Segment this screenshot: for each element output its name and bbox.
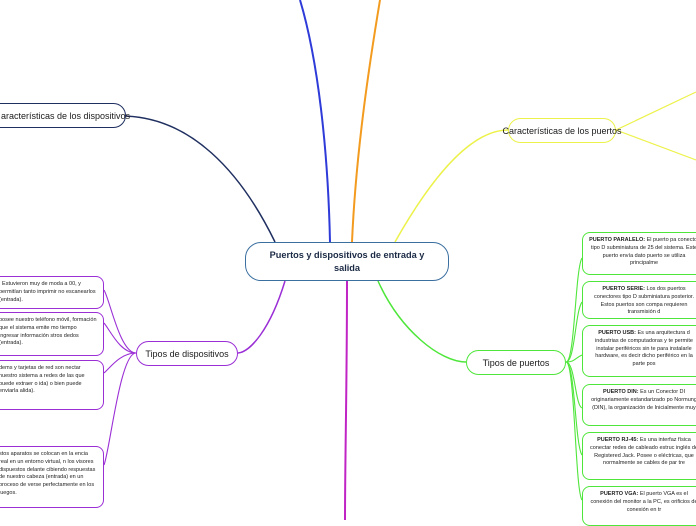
port-card-rj45[interactable]: PUERTO RJ-45: Es una interfaz física con… [582,432,696,480]
branch-caracteristicas-puertos[interactable]: Características de los puertos [502,118,622,143]
central-topic[interactable]: Puertos y dispositivos de entrada y sali… [245,242,449,281]
connector-tipos-puertos [377,280,467,363]
device-card-3[interactable]: dems y tarjetas de red son nectar nuestr… [0,360,104,410]
port-name: PUERTO USB: [598,330,636,336]
connector-top-blue [299,0,331,243]
connector-caract-dispositivos [124,115,276,243]
branch-tipos-dispositivos[interactable]: Tipos de dispositivos [136,341,238,366]
branch-caracteristicas-puertos-label: Características de los puertos [502,125,622,136]
port-card-paralelo[interactable]: PUERTO PARALELO: El puerto pa conector t… [582,232,696,275]
device-card-4[interactable]: stos aparatos se colocan en la encia rea… [0,446,104,508]
port-name: PUERTO SERIE: [602,286,645,292]
central-topic-title: Puertos y dispositivos de entrada y sali… [269,249,425,273]
connector-top-orange [351,0,381,243]
port-card-din[interactable]: PUERTO DIN: Es un Conector DI originaria… [582,384,696,426]
connector-tipos-dispositivos [237,280,286,354]
branch-tipos-puertos[interactable]: Tipos de puertos [466,350,566,375]
port-name: PUERTO DIN: [602,389,639,395]
device-card-1[interactable]: : Estuvieron muy de moda a 00, y permití… [0,276,104,309]
branch-caracteristicas-dispositivos[interactable]: aracterísticas de los dispositivos [0,103,130,128]
branch-tipos-dispositivos-label: Tipos de dispositivos [145,348,229,359]
branch-tipos-puertos-label: Tipos de puertos [482,357,550,368]
port-name: PUERTO VGA: [600,491,639,497]
port-card-usb[interactable]: PUERTO USB: Es una arquitectura d indust… [582,325,696,377]
branch-caracteristicas-dispositivos-label: aracterísticas de los dispositivos [1,110,131,121]
connector-caract-puertos [394,129,509,243]
port-name: PUERTO PARALELO: [589,237,646,243]
port-card-serie[interactable]: PUERTO SERIE: Los dos puertos conectores… [582,281,696,319]
device-card-2[interactable]: posee nuestro teléfono móvil, formación … [0,312,104,356]
port-name: PUERTO RJ-45: [597,437,639,443]
connector-bottom-magenta [344,280,348,520]
port-card-vga[interactable]: PUERTO VGA: El puerto VGA es el conexión… [582,486,696,526]
